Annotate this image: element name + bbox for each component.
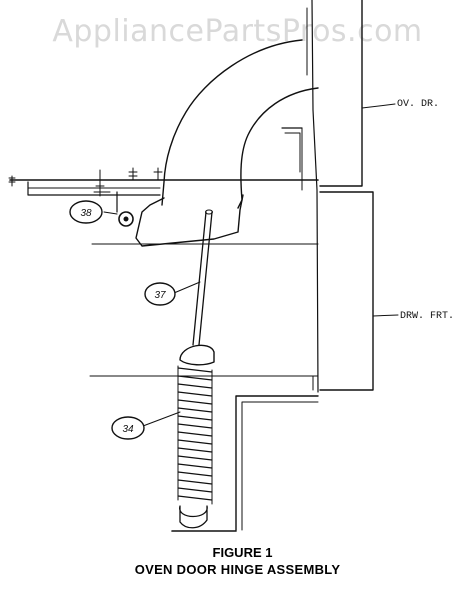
figure-number: FIGURE 1 xyxy=(212,545,273,560)
hinge-arm-outer xyxy=(161,39,303,206)
callout-circle-34 xyxy=(111,416,145,440)
door-notch-inner xyxy=(284,132,301,173)
spring-cap-top xyxy=(179,344,215,366)
hinge-rod xyxy=(192,211,207,346)
watermark: AppliancePartsPros.com xyxy=(52,14,423,49)
leader-drw-frt xyxy=(372,314,399,317)
callout-38-text: 38 xyxy=(80,208,92,219)
bolt-left xyxy=(8,175,16,187)
hinge-plate xyxy=(135,194,244,247)
oven-door-outline xyxy=(319,0,363,187)
bolt-right xyxy=(128,167,138,181)
spring-coil xyxy=(177,367,213,501)
callout-34-text: 34 xyxy=(122,424,134,435)
bolt-mid xyxy=(93,169,111,197)
oven-door-label: OV. DR. xyxy=(397,99,439,110)
hinge-rod-2 xyxy=(198,211,213,346)
leader-34 xyxy=(142,411,181,427)
leader-37 xyxy=(173,281,201,294)
leader-38 xyxy=(103,211,118,215)
cabinet-step xyxy=(235,395,319,531)
drawer-front-outline xyxy=(319,191,374,391)
leader-ov-dr xyxy=(361,103,396,109)
frame-bracket xyxy=(27,181,161,196)
rod-tip xyxy=(205,209,213,215)
callout-circle-38 xyxy=(69,200,103,224)
bolt-right2 xyxy=(153,167,163,181)
callout-37-text: 37 xyxy=(154,290,166,301)
hinge-arm-inner xyxy=(237,87,319,209)
callout-circle-37 xyxy=(144,282,176,306)
door-edge-line xyxy=(311,0,319,393)
drawer-front-label: DRW. FRT. xyxy=(400,311,454,322)
cabinet-step-inner xyxy=(241,401,319,531)
pivot-roller-center xyxy=(123,216,129,222)
figure-title: OVEN DOOR HINGE ASSEMBLY xyxy=(134,562,341,577)
spring-cap-bottom xyxy=(179,505,208,529)
